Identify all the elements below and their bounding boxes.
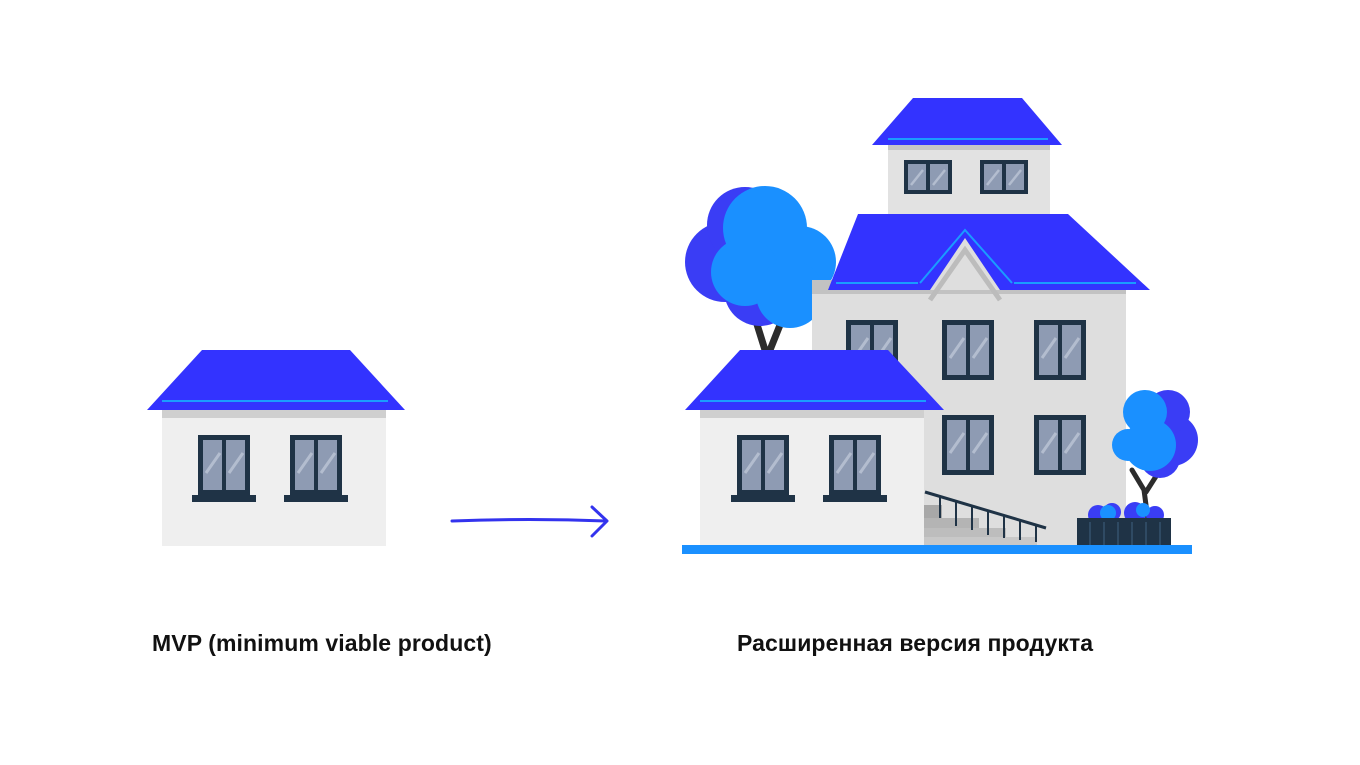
mvp-house <box>147 350 405 546</box>
mvp-caption: MVP (minimum viable product) <box>152 630 492 656</box>
stairs <box>924 490 1047 545</box>
extended-house <box>682 98 1198 554</box>
planter <box>1077 502 1171 545</box>
extended-product-caption: Расширенная версия продукта <box>737 630 1094 656</box>
tree-right <box>1112 390 1198 523</box>
arrow-right-icon <box>450 505 609 538</box>
